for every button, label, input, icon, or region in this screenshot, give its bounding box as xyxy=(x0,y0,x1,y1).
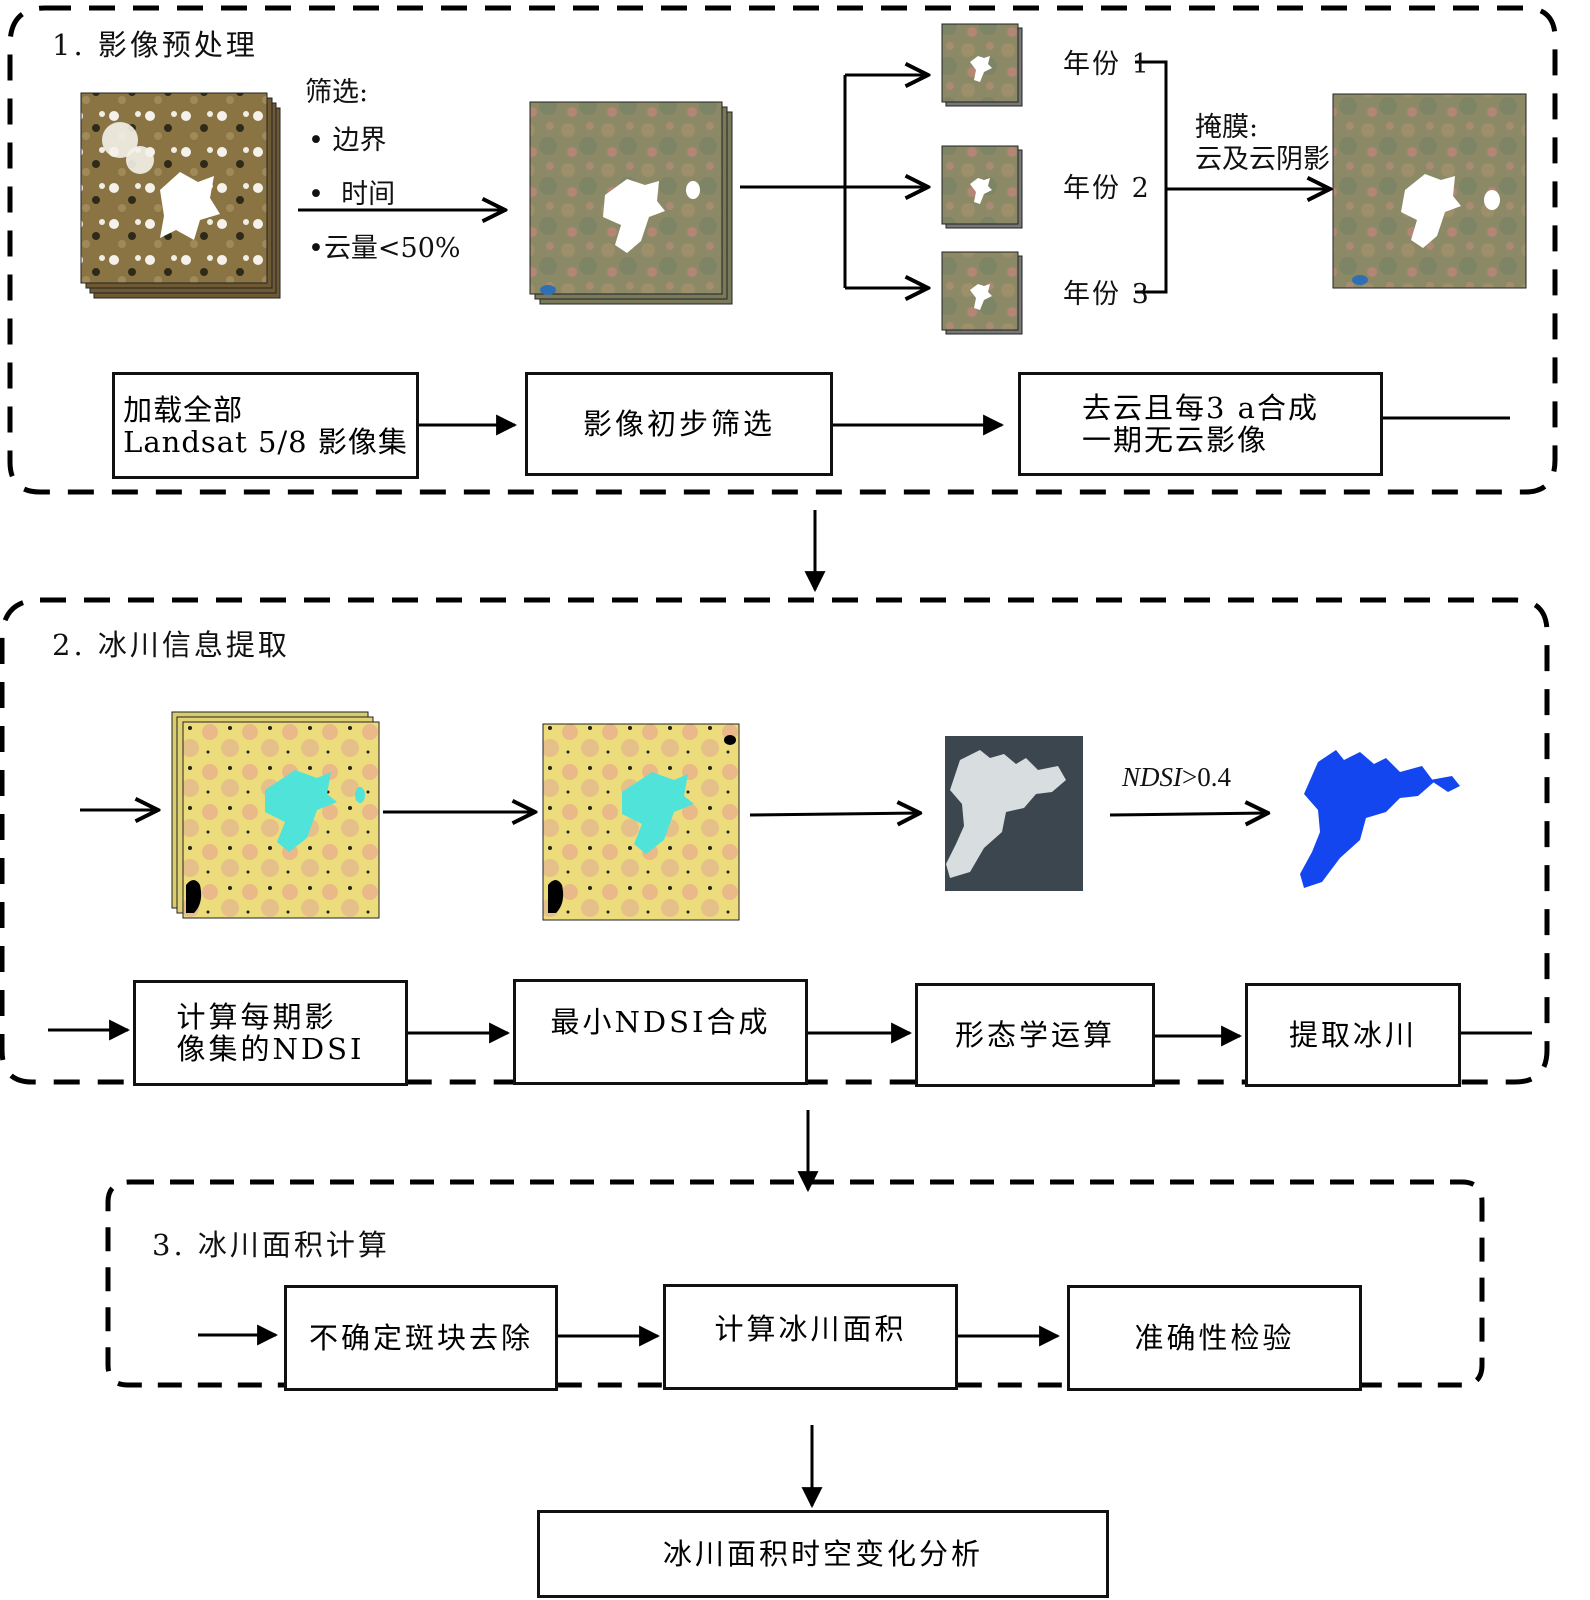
box-morphology: 形态学运算 xyxy=(915,983,1155,1087)
section3-border xyxy=(105,1179,1485,1388)
box-line: 像集的NDSI xyxy=(176,1032,365,1066)
filtered-image-stack xyxy=(529,101,733,305)
arrow-threshold xyxy=(1109,813,1268,815)
box-line: 提取冰川 xyxy=(1288,1018,1417,1052)
box-compute-area: 计算冰川面积 xyxy=(663,1284,958,1390)
box-line: 加载全部 xyxy=(123,392,244,427)
ndsi-grayscale-image xyxy=(945,736,1083,891)
section1-title: 1. 影像预处理 xyxy=(52,28,258,62)
arrow-to-ndsi-gray xyxy=(749,813,920,815)
filter-item-cloud: •云量<50% xyxy=(308,233,461,264)
box-extract-glacier: 提取冰川 xyxy=(1245,983,1461,1087)
filter-item-boundary: • 边界 xyxy=(308,125,387,156)
box-line: 影像初步筛选 xyxy=(582,407,775,441)
box-uncertain-patch-removal: 不确定斑块去除 xyxy=(284,1285,558,1391)
box-line: 形态学运算 xyxy=(954,1018,1115,1052)
min-ndsi-composite-image xyxy=(542,723,740,921)
box-line: 计算每期影 xyxy=(176,1000,337,1034)
box-line: 冰川面积时空变化分析 xyxy=(662,1537,983,1571)
box-compute-ndsi: 计算每期影 像集的NDSI xyxy=(133,980,408,1086)
raw-landsat-image-stack xyxy=(80,92,281,299)
box-load-landsat: 加载全部 Landsat 5/8 影像集 xyxy=(112,372,419,479)
box-initial-filter: 影像初步筛选 xyxy=(525,372,833,476)
year1-image xyxy=(941,23,1023,107)
year3-label: 年份 3 xyxy=(1063,279,1151,310)
box-line: 去云且每3 a合成 xyxy=(1082,391,1319,425)
box-accuracy-validation: 准确性检验 xyxy=(1067,1285,1362,1391)
year2-image xyxy=(941,145,1023,229)
year3-image xyxy=(941,251,1023,335)
section2-title: 2. 冰川信息提取 xyxy=(52,628,290,662)
box-line: 准确性检验 xyxy=(1134,1321,1295,1355)
filter-item-time: • 时间 xyxy=(308,179,396,210)
filter-item-label: 时间 xyxy=(341,179,396,210)
ndsi-image-stack xyxy=(171,711,380,919)
section3-title: 3. 冰川面积计算 xyxy=(152,1228,390,1262)
box-min-ndsi-composite: 最小NDSI合成 xyxy=(513,979,808,1085)
mask-text: 云及云阴影 xyxy=(1195,144,1330,175)
glacier-extent-image xyxy=(1300,750,1460,888)
box-cloud-removal-composite: 去云且每3 a合成 一期无云影像 xyxy=(1018,372,1383,476)
year2-label: 年份 2 xyxy=(1063,173,1151,204)
box-line: 不确定斑块去除 xyxy=(308,1321,533,1355)
section1-border xyxy=(7,5,1558,495)
box-line: 计算冰川面积 xyxy=(714,1312,907,1346)
ndsi-threshold-value: >0.4 xyxy=(1182,762,1231,792)
mask-heading: 掩膜: xyxy=(1195,112,1259,143)
box-line: Landsat 5/8 影像集 xyxy=(123,424,408,459)
filter-item-label: 云量<50% xyxy=(323,233,461,264)
ndsi-threshold-label: NDSI>0.4 xyxy=(1122,762,1231,793)
box-line: 最小NDSI合成 xyxy=(550,1005,771,1039)
cloud-free-composite-image xyxy=(1332,93,1527,289)
filter-item-label: 边界 xyxy=(332,125,387,156)
ndsi-symbol: NDSI xyxy=(1122,762,1182,792)
merge-bracket xyxy=(1135,60,1168,294)
year1-label: 年份 1 xyxy=(1063,49,1151,80)
filter-heading: 筛选: xyxy=(305,77,369,108)
box-line: 一期无云影像 xyxy=(1082,423,1269,457)
box-spatiotemporal-analysis: 冰川面积时空变化分析 xyxy=(537,1510,1109,1598)
